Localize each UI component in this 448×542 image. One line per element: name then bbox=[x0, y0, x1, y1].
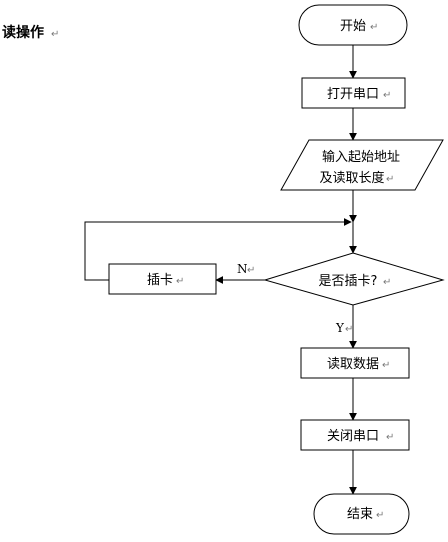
paragraph-mark: ↵ bbox=[382, 360, 390, 371]
paragraph-mark: ↵ bbox=[51, 29, 59, 40]
input-address-label-line2: 及读取长度 bbox=[319, 170, 384, 186]
edge-insert-card-loop bbox=[84, 218, 352, 281]
close-port-label: 关闭串口 bbox=[327, 429, 379, 444]
close-port-node: 关闭串口 ↵ bbox=[300, 419, 410, 451]
no-branch-label: N bbox=[237, 262, 248, 276]
paragraph-mark: ↵ bbox=[386, 432, 394, 443]
paragraph-mark: ↵ bbox=[383, 90, 391, 101]
decision-node: 是否插卡? ↵ bbox=[263, 252, 445, 306]
paragraph-mark: ↵ bbox=[345, 324, 353, 335]
end-node: 结束 ↵ bbox=[313, 493, 410, 535]
input-address-node: 输入起始地址 及读取长度 ↵ bbox=[280, 139, 444, 191]
open-port-node: 打开串口 ↵ bbox=[301, 77, 406, 109]
read-data-node: 读取数据 ↵ bbox=[300, 347, 410, 379]
paragraph-mark: ↵ bbox=[383, 277, 391, 288]
paragraph-mark: ↵ bbox=[176, 276, 184, 287]
end-label: 结束 bbox=[347, 507, 373, 522]
start-node: 开始 ↵ bbox=[298, 4, 408, 46]
input-address-label-line1: 输入起始地址 bbox=[322, 149, 400, 165]
start-label: 开始 bbox=[340, 19, 366, 34]
diagram-title: 读操作 bbox=[2, 24, 44, 41]
yes-branch-label: Y bbox=[335, 321, 345, 335]
paragraph-mark: ↵ bbox=[376, 510, 384, 521]
insert-card-node: 插卡 ↵ bbox=[108, 263, 217, 295]
open-port-label: 打开串口 bbox=[327, 87, 379, 102]
paragraph-mark: ↵ bbox=[247, 265, 255, 276]
paragraph-mark: ↵ bbox=[386, 174, 394, 185]
paragraph-mark: ↵ bbox=[370, 22, 378, 33]
read-data-label: 读取数据 bbox=[327, 357, 379, 372]
decision-label: 是否插卡? bbox=[319, 274, 378, 289]
insert-card-label: 插卡 bbox=[147, 273, 173, 288]
